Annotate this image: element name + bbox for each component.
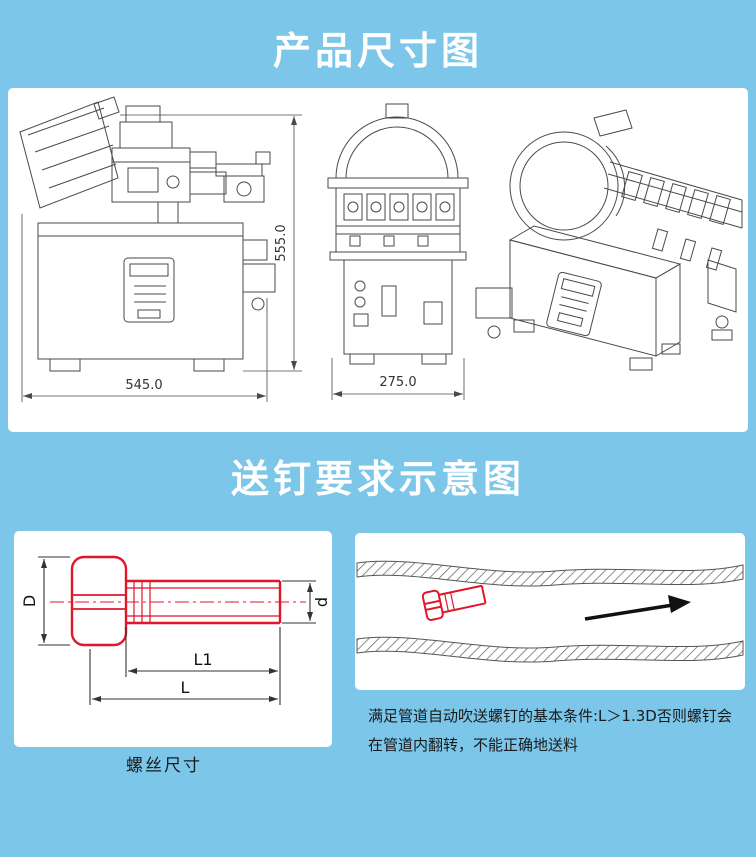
machine-perspective-view (475, 109, 743, 371)
pipe-screw (421, 584, 487, 621)
pipe-note-line2: 在管道内翻转，不能正确地送料 (368, 736, 579, 754)
machine-front-view (19, 96, 276, 372)
machine-drawings-panel: 545.0 555.0 (8, 88, 748, 432)
screw-dimension-lines (38, 556, 316, 705)
screw-dim-label-d: d (312, 597, 331, 607)
screw-dim-label-L: L (181, 678, 190, 697)
screw-drawing (50, 555, 306, 647)
machine-drawings-svg: 545.0 555.0 (19, 96, 743, 402)
machine-front-dimensions (21, 114, 302, 402)
screw-caption: 螺丝尺寸 (126, 756, 202, 776)
pipe-feeding-panel (355, 533, 745, 690)
machine-side-view (327, 103, 469, 365)
pipe-note-line1: 满足管道自动吹送螺钉的基本条件:L＞1.3D否则螺钉会 (368, 707, 732, 725)
screw-dim-label-L1: L1 (193, 650, 212, 669)
screw-dim-label-D: D (20, 595, 39, 607)
dim-front-width: 545.0 (125, 378, 162, 393)
dim-side-width: 275.0 (379, 375, 416, 390)
flow-direction-arrow (584, 595, 691, 621)
pipe-feeding-svg (356, 560, 744, 663)
pipe-feeding-note: 满足管道自动吹送螺钉的基本条件:L＞1.3D否则螺钉会 在管道内翻转，不能正确地… (368, 702, 746, 760)
title-feeding-requirement: 送钉要求示意图 (230, 457, 525, 501)
screw-dimension-panel: D d L1 L (14, 531, 332, 747)
pipe-walls (356, 560, 744, 663)
dim-front-height: 555.0 (274, 224, 289, 261)
title-product-dimensions: 产品尺寸图 (272, 29, 483, 73)
screw-dimension-svg: D d L1 L (20, 555, 331, 705)
machine-side-dimensions (331, 358, 465, 400)
